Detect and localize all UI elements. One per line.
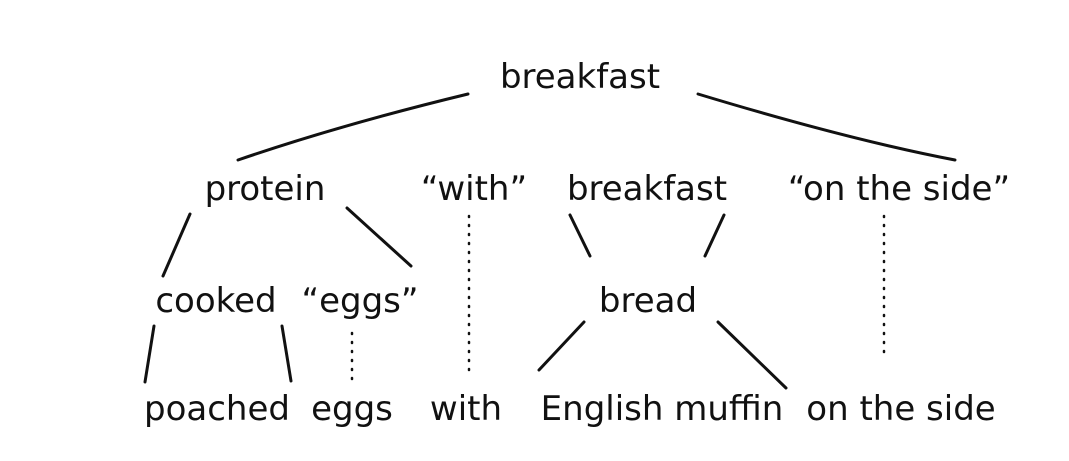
leaf-eggs: eggs bbox=[311, 389, 393, 429]
edge-protein-cooked bbox=[161, 212, 192, 278]
edge-bread-english bbox=[537, 320, 586, 372]
node-eggs-quoted: “eggs” bbox=[301, 281, 418, 321]
edge-root-on-the-side bbox=[696, 92, 957, 162]
edge-root-protein bbox=[236, 92, 470, 162]
edge-protein-eggs-quoted bbox=[345, 206, 413, 268]
leaf-english-muffin: English muffin bbox=[541, 389, 784, 429]
edge-breakfast-child-bread-left bbox=[568, 213, 592, 258]
node-on-the-side-quoted: “on the side” bbox=[788, 169, 1010, 209]
leaf-with: with bbox=[430, 389, 502, 429]
edge-bread-muffin bbox=[716, 320, 788, 390]
node-cooked: cooked bbox=[155, 281, 276, 321]
node-protein: protein bbox=[205, 169, 326, 209]
node-bread: bread bbox=[599, 281, 697, 321]
edge-cooked-eggs bbox=[280, 324, 293, 383]
edge-cooked-poached bbox=[143, 324, 156, 384]
node-root-breakfast: breakfast bbox=[500, 57, 660, 97]
node-with-quoted: “with” bbox=[421, 169, 527, 209]
edge-breakfast-child-bread-right bbox=[703, 213, 726, 258]
leaf-poached: poached bbox=[144, 389, 290, 429]
leaf-on-the-side: on the side bbox=[806, 389, 995, 429]
node-breakfast-child: breakfast bbox=[567, 169, 727, 209]
